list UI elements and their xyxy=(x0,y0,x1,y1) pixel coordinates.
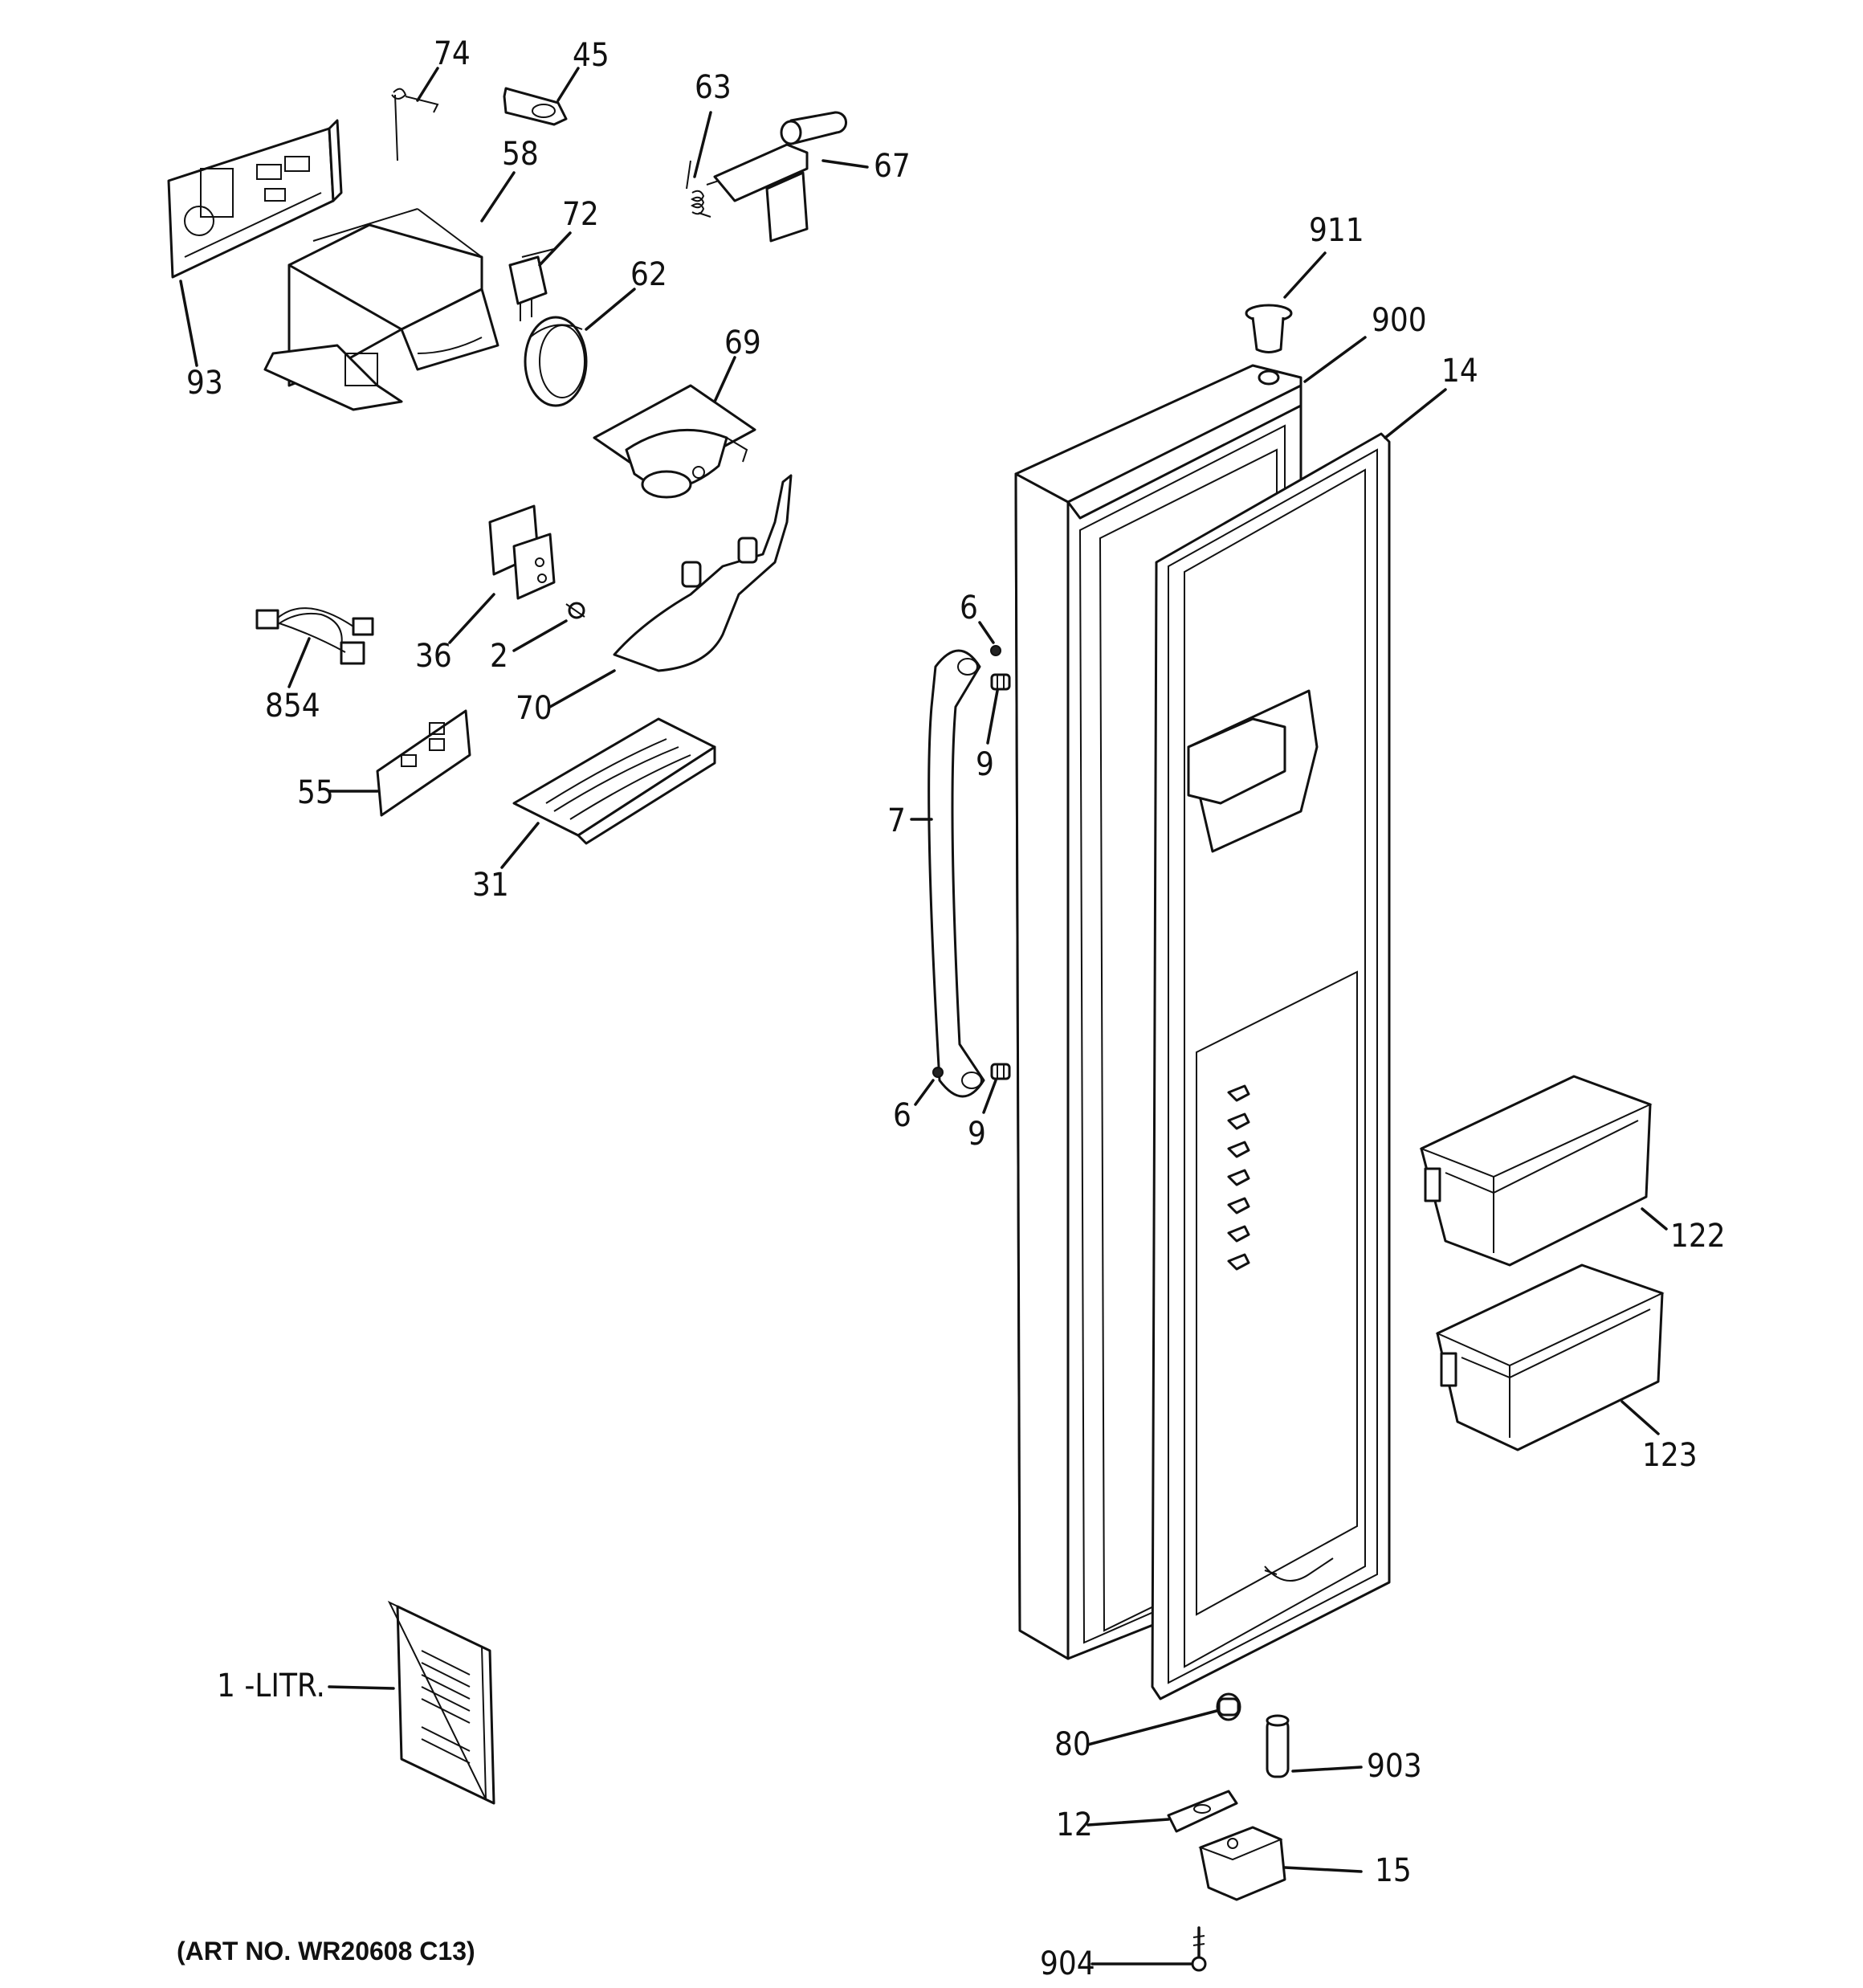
callout-6-top: 6 xyxy=(960,590,978,627)
callout-15: 15 xyxy=(1375,1852,1412,1889)
callout-6-bottom: 6 xyxy=(893,1097,911,1134)
callout-labels: 74 45 63 67 58 72 62 911 900 14 69 93 36… xyxy=(186,35,1726,1982)
callout-911: 911 xyxy=(1309,212,1364,249)
callout-72: 72 xyxy=(562,196,599,233)
part-6-screw-bottom xyxy=(932,1067,944,1078)
leader-lines xyxy=(179,67,1668,1966)
callout-904: 904 xyxy=(1040,1945,1095,1982)
callout-7: 7 xyxy=(887,802,906,839)
part-6-screw-top xyxy=(990,645,1001,656)
callout-9-top: 9 xyxy=(976,746,994,783)
callout-62: 62 xyxy=(630,256,667,293)
callout-45: 45 xyxy=(573,37,609,74)
part-36-bracket xyxy=(488,504,556,600)
callout-903: 903 xyxy=(1367,1748,1422,1785)
callout-31: 31 xyxy=(472,867,509,904)
part-72-switch xyxy=(508,248,555,321)
part-903-pin xyxy=(1266,1714,1290,1778)
callout-2: 2 xyxy=(490,638,508,675)
art-number-note: (ART NO. WR20608 C13) xyxy=(177,1937,475,1966)
part-123-door-bin xyxy=(1435,1263,1665,1451)
callout-36: 36 xyxy=(415,638,452,675)
callout-55: 55 xyxy=(297,774,334,811)
part-63-spring xyxy=(686,160,711,218)
part-9-stud-bottom xyxy=(990,1063,1011,1080)
callout-70: 70 xyxy=(516,690,552,727)
callout-80: 80 xyxy=(1054,1726,1091,1763)
part-45-bracket xyxy=(503,87,568,126)
part-74-spring xyxy=(391,88,439,161)
part-15-hinge xyxy=(1198,1826,1286,1901)
callout-63: 63 xyxy=(695,69,732,106)
callout-67: 67 xyxy=(874,148,911,185)
part-911-bushing xyxy=(1245,304,1293,353)
callout-9-bottom: 9 xyxy=(968,1116,986,1153)
part-2-screw xyxy=(565,602,585,619)
part-69-funnel-cup xyxy=(593,384,756,499)
callout-74: 74 xyxy=(434,35,471,72)
part-854-wire-harness xyxy=(255,607,374,665)
callout-123: 123 xyxy=(1642,1437,1698,1474)
part-80-bushing xyxy=(1216,1692,1241,1721)
part-58-dispenser-housing xyxy=(263,208,499,411)
part-67-bracket xyxy=(706,111,847,243)
callout-1-litr: 1 -LITR. xyxy=(217,1668,325,1704)
callout-93: 93 xyxy=(186,365,223,402)
part-9-stud-top xyxy=(990,673,1011,691)
part-93-control-board xyxy=(167,119,343,279)
shelf-clips xyxy=(1227,1084,1250,1271)
callout-14: 14 xyxy=(1441,353,1478,390)
part-14-door-gasket xyxy=(1151,432,1391,1700)
callout-69: 69 xyxy=(724,325,761,361)
callout-12: 12 xyxy=(1056,1806,1093,1843)
part-7-handle xyxy=(927,649,985,1098)
part-70-actuator-arm xyxy=(613,474,793,672)
part-904-screw xyxy=(1191,1926,1207,1972)
part-122-door-bin xyxy=(1419,1075,1653,1267)
part-12-shim xyxy=(1167,1790,1238,1833)
part-31-drip-tray xyxy=(512,717,716,845)
callout-900: 900 xyxy=(1372,302,1427,339)
part-1-literature-booklet xyxy=(387,1600,495,1805)
callout-58: 58 xyxy=(502,136,539,173)
part-62-ring xyxy=(524,316,588,407)
callout-122: 122 xyxy=(1670,1218,1726,1255)
callout-854: 854 xyxy=(265,688,320,725)
part-55-pad xyxy=(376,709,471,817)
